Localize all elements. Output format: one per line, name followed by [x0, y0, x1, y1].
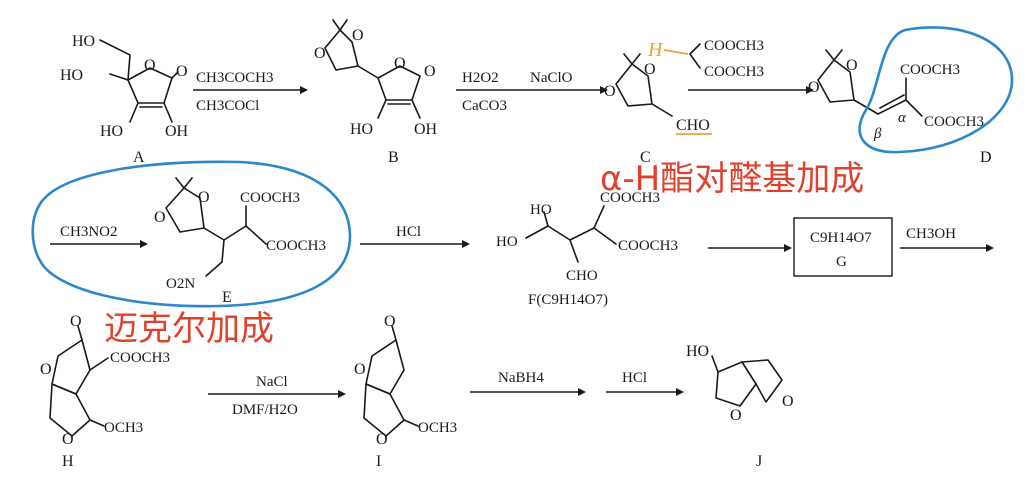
reagent-naclo: NaClO: [530, 70, 573, 86]
b-o1: O: [314, 45, 326, 62]
label-a: A: [133, 149, 145, 166]
i-och3: OCH3: [418, 420, 457, 436]
a-ho-bottom: HO: [100, 123, 123, 140]
h-ester: COOCH3: [110, 350, 170, 366]
compound-f: HO HO COOCH3 COOCH3 CHO F(C9H14O7): [496, 190, 678, 308]
circle-e-highlight: [31, 160, 352, 308]
d-o2: O: [846, 57, 858, 74]
arrow-i-step2: HCl: [606, 370, 684, 396]
compound-a: HO HO O O HO OH A: [60, 33, 189, 166]
label-c: C: [640, 149, 651, 166]
d-ester-top: COOCH3: [900, 62, 960, 78]
j-ho: HO: [686, 343, 709, 360]
circle-d-highlight: [858, 26, 1014, 154]
reagent-nacl: NaCl: [256, 374, 288, 390]
b-carbonyl-o: O: [424, 63, 436, 80]
malonate-ester-2: COOCH3: [704, 64, 764, 80]
reagent-hcl-2: HCl: [622, 370, 647, 386]
d-o1: O: [808, 79, 820, 96]
arrow-d-to-e: CH3NO2: [50, 224, 148, 248]
label-h: H: [62, 453, 74, 470]
compound-g-box: C9H14O7 G: [793, 217, 893, 277]
malonate-ester-1: COOCH3: [704, 38, 764, 54]
h-ring-o2: O: [62, 431, 74, 448]
a-ring-o: O: [144, 57, 156, 74]
compound-d: O O COOCH3 COOCH3 β α D: [808, 49, 992, 166]
a-oh-bottom: OH: [165, 123, 189, 140]
f-cho: CHO: [566, 268, 598, 284]
a-ho-top: HO: [72, 33, 95, 50]
f-ho-top: HO: [530, 202, 552, 218]
arrow-i-step1: NaBH4: [470, 370, 586, 396]
reagent-nabh4: NaBH4: [498, 370, 544, 386]
compound-e: O O COOCH3 COOCH3 O2N E: [154, 177, 326, 306]
e-ester-right: COOCH3: [266, 238, 326, 254]
e-o2: O: [198, 189, 210, 206]
j-ring-o1: O: [730, 407, 742, 424]
i-carbonyl-o: O: [384, 313, 396, 330]
compound-j: HO O O J: [686, 343, 794, 470]
label-d: D: [980, 149, 992, 166]
arrow-a-to-b: CH3COCH3 CH3COCl: [193, 70, 308, 114]
e-o1: O: [154, 209, 166, 226]
reagent-h2o2: H2O2: [462, 70, 499, 86]
f-ho-left: HO: [496, 234, 518, 250]
i-ring-o1: O: [354, 361, 366, 378]
alpha-h-mark: H: [647, 39, 664, 61]
f-ester-right: COOCH3: [618, 238, 678, 254]
arrow-b-to-c: H2O2 CaCO3 NaClO: [456, 70, 608, 114]
compound-h: O COOCH3 O O OCH3 H: [40, 313, 170, 470]
e-nitro: O2N: [166, 276, 195, 292]
arrow-e-to-f: HCl: [360, 224, 470, 248]
label-j: J: [756, 453, 762, 470]
label-f: F(C9H14O7): [528, 292, 608, 308]
c-cho: CHO: [676, 117, 710, 134]
i-ring-o2: O: [376, 431, 388, 448]
reagent-dmf-h2o: DMF/H2O: [232, 402, 298, 418]
g-formula: C9H14O7: [810, 230, 872, 246]
a-carbonyl-o: O: [176, 63, 188, 80]
h-ring-o1: O: [40, 361, 52, 378]
label-b: B: [388, 149, 399, 166]
label-e: E: [222, 289, 232, 306]
b-ring-o: O: [394, 55, 406, 72]
arrow-h-to-i: NaCl DMF/H2O: [208, 374, 346, 418]
label-g: G: [836, 254, 847, 270]
e-ester-top: COOCH3: [240, 190, 300, 206]
h-och3: OCH3: [104, 420, 143, 436]
reagent-caco3: CaCO3: [462, 98, 507, 114]
reagent-acetone: CH3COCH3: [196, 70, 274, 86]
arrow-g-next: CH3OH: [900, 226, 994, 252]
compound-c: O O CHO C: [604, 53, 712, 166]
reagent-ch3no2: CH3NO2: [60, 224, 118, 240]
label-i: I: [376, 453, 381, 470]
annotation-michael: 迈克尔加成: [104, 309, 274, 349]
c-o1: O: [604, 83, 616, 100]
beta-label: β: [873, 126, 882, 142]
alpha-label: α: [898, 110, 907, 126]
annotation-ester-aldehyde: α-H酯对醛基加成: [600, 159, 864, 199]
compound-i: O O O OCH3 I: [354, 313, 457, 470]
f-ester-top: COOCH3: [600, 190, 660, 206]
reagent-acetyl-chloride: CH3COCl: [196, 98, 259, 114]
c-o2: O: [644, 61, 656, 78]
arrow-c-to-d: H COOCH3 COOCH3: [647, 38, 814, 94]
d-ester-bottom: COOCH3: [924, 114, 984, 130]
h-carbonyl-o: O: [70, 313, 82, 330]
a-ho-mid: HO: [60, 67, 83, 84]
j-ring-o2: O: [782, 393, 794, 410]
b-o2: O: [352, 27, 364, 44]
reagent-hcl-1: HCl: [396, 224, 421, 240]
b-oh: OH: [414, 121, 438, 138]
arrow-f-to-g: [708, 244, 792, 252]
compound-b: O O O O HO OH B: [314, 19, 438, 166]
b-ho: HO: [350, 121, 373, 138]
reagent-ch3oh: CH3OH: [906, 226, 956, 242]
